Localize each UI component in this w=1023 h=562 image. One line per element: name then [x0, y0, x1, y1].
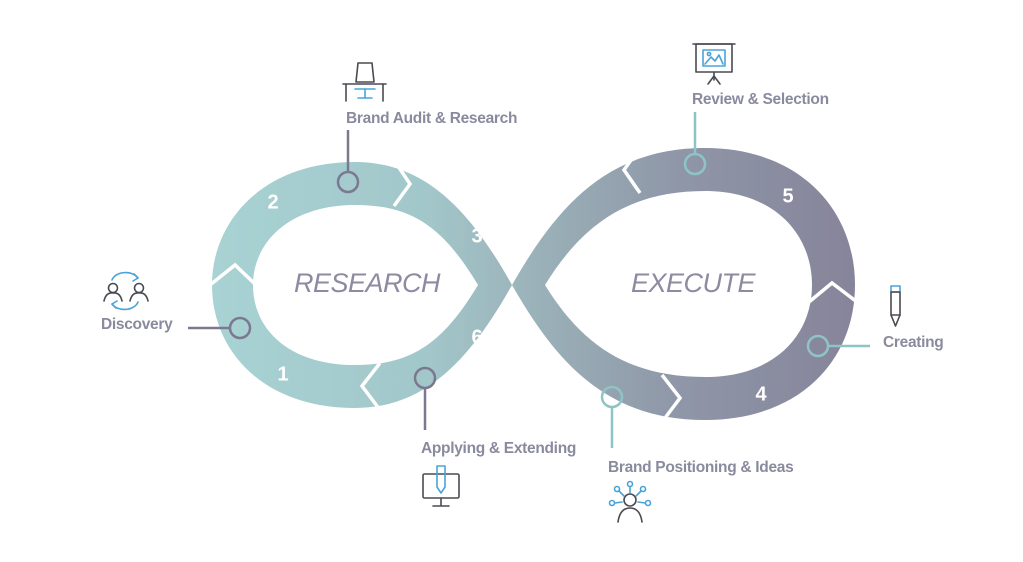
step-number-2: 2: [267, 191, 278, 213]
chevron-separators: [208, 146, 859, 424]
connector-positioning: [600, 385, 624, 448]
step-number-1: 1: [277, 363, 288, 385]
label-applying-extending: Applying & Extending: [421, 440, 576, 457]
step-number-4: 4: [755, 383, 767, 405]
step-number-6: 6: [471, 326, 482, 348]
chevron-execute-right: [807, 280, 859, 304]
label-creating: Creating: [883, 334, 943, 351]
connector-creating: [806, 334, 870, 358]
chevron-research-left: [208, 262, 258, 287]
people-exchange-icon: [103, 271, 149, 311]
presentation-board-icon: [692, 43, 736, 85]
pencil-icon: [890, 285, 901, 327]
connector-brand-audit: [336, 130, 360, 194]
step-number-3: 3: [471, 225, 482, 247]
infinity-band: [212, 148, 855, 420]
monitor-pen-icon: [422, 465, 460, 507]
desk-chair-icon: [342, 62, 387, 102]
phase-research: RESEARCH: [294, 268, 441, 298]
connector-review: [683, 112, 707, 176]
label-brand-audit: Brand Audit & Research: [346, 110, 517, 127]
chevron-research-top: [392, 159, 413, 208]
step-number-5: 5: [782, 185, 793, 207]
phase-execute: EXECUTE: [631, 268, 757, 298]
chevron-execute-bottom: [660, 373, 683, 424]
connector-applying: [413, 366, 437, 430]
label-review-selection: Review & Selection: [692, 91, 829, 108]
person-network-icon: [608, 480, 652, 523]
chevron-research-bottom: [359, 361, 382, 412]
label-brand-positioning: Brand Positioning & Ideas: [608, 459, 793, 476]
chevron-execute-top: [621, 146, 642, 194]
connector-discovery: [188, 316, 252, 340]
label-discovery: Discovery: [101, 316, 173, 333]
